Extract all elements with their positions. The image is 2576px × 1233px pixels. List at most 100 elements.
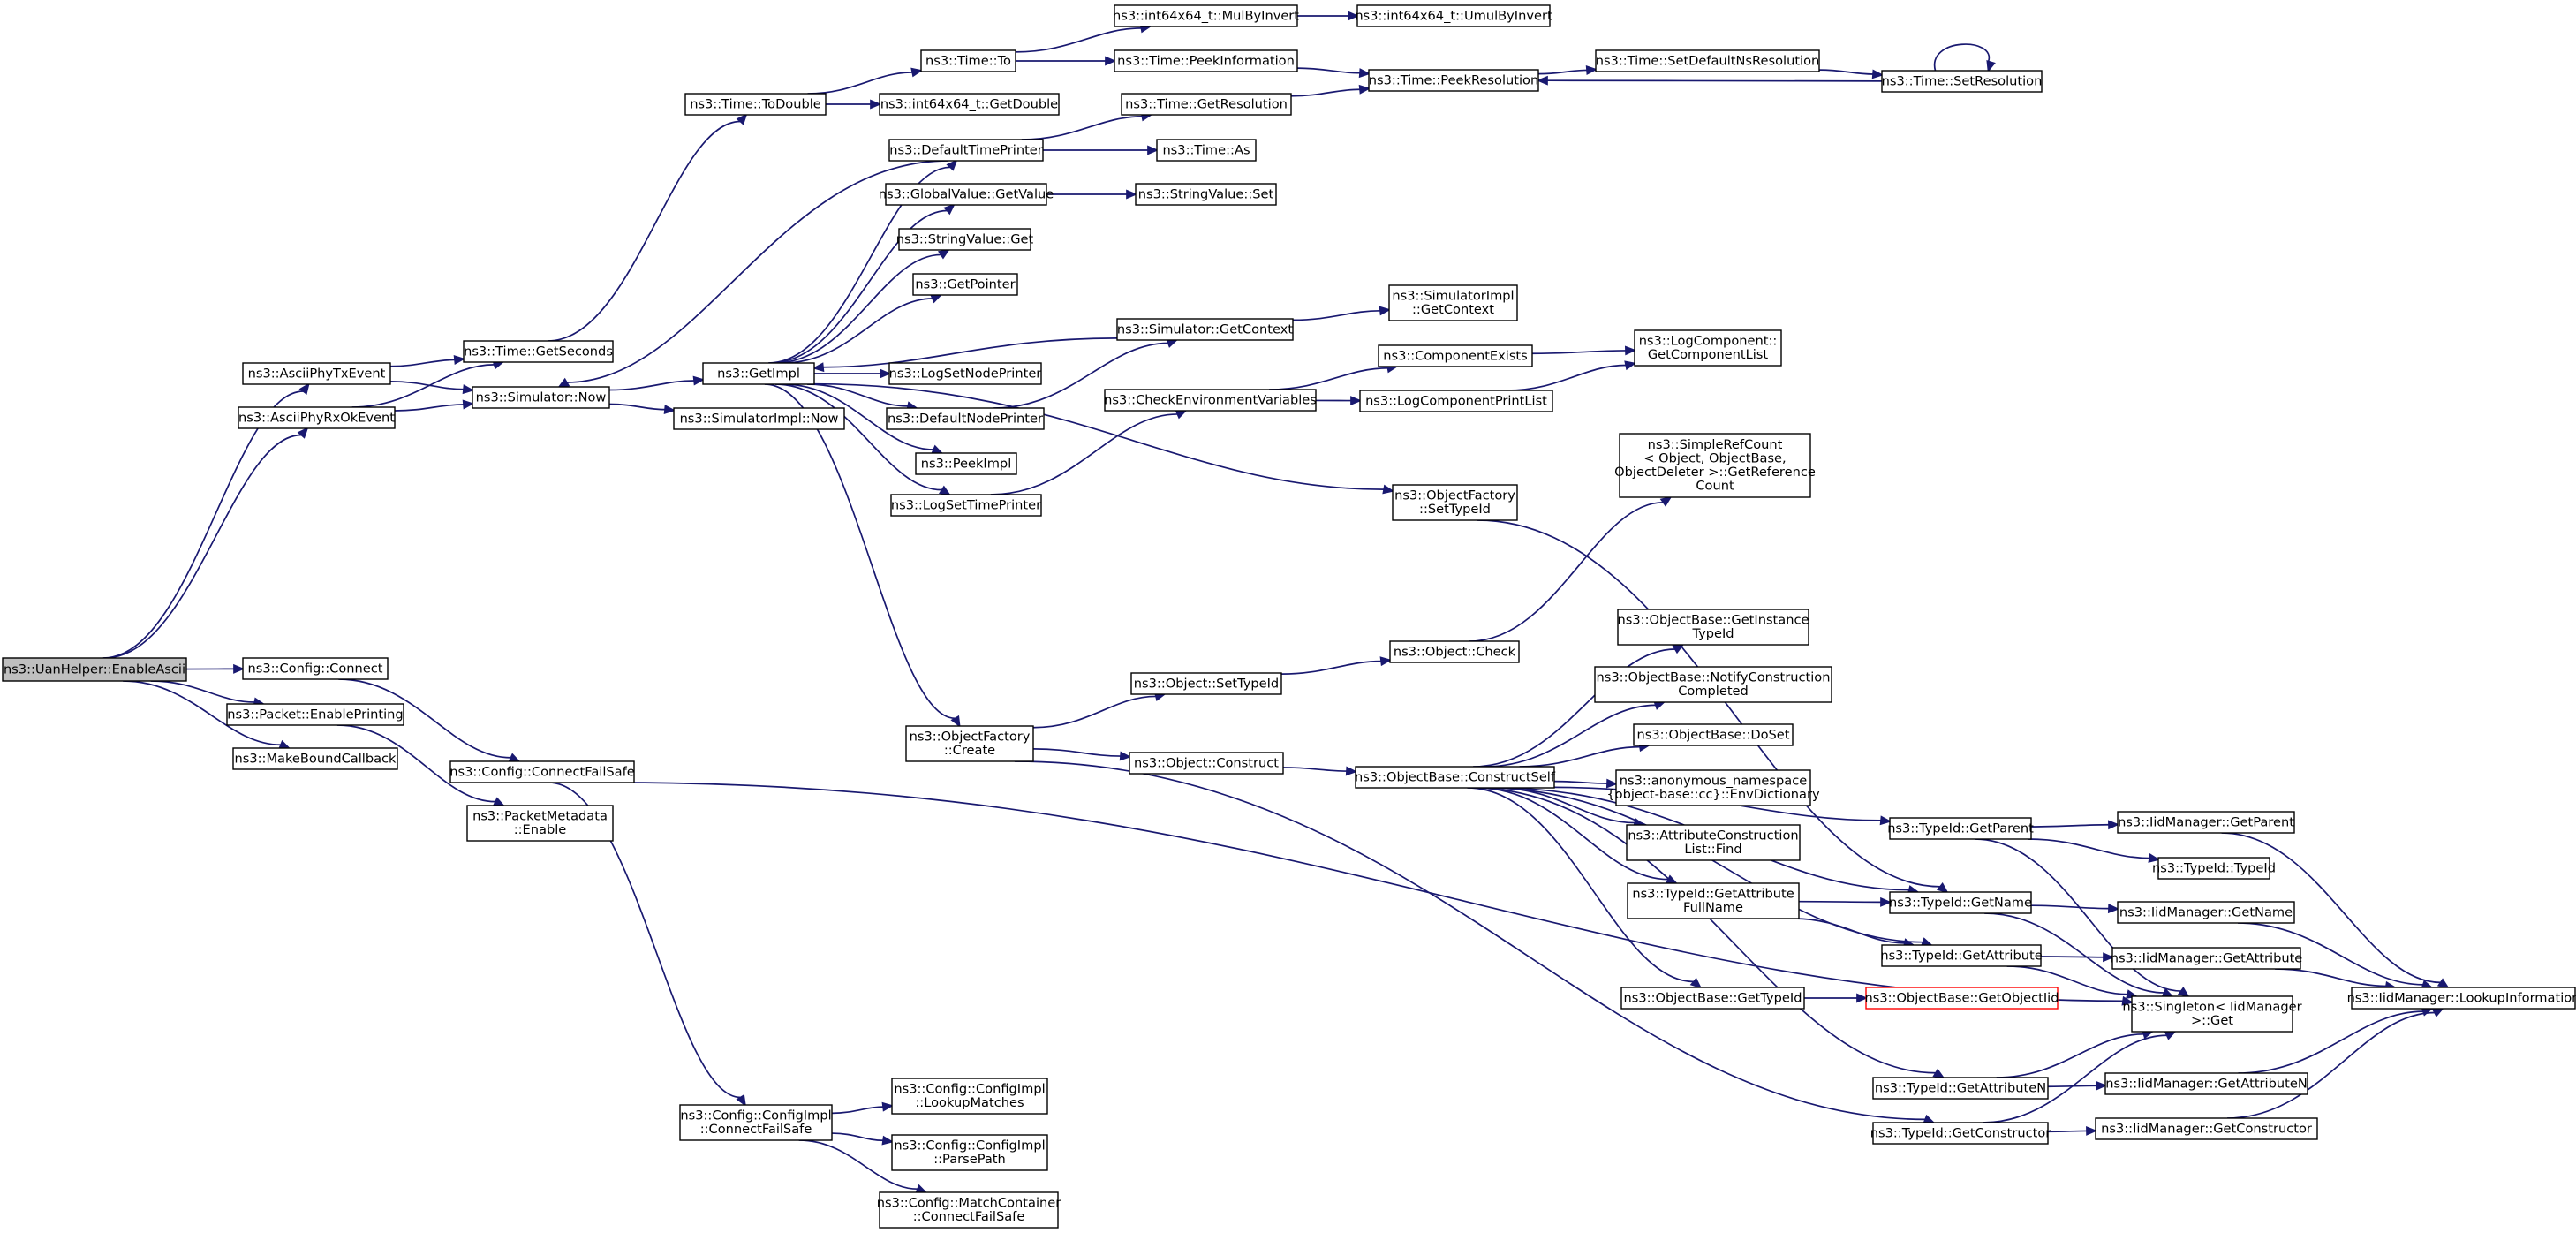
node-ns3-checkenvironmentvariables[interactable]: ns3::CheckEnvironmentVariables — [1104, 389, 1317, 412]
node-ns3-time-peekresolution[interactable]: ns3::Time::PeekResolution — [1368, 69, 1539, 92]
node-ns3-getimpl[interactable]: ns3::GetImpl — [702, 362, 815, 385]
node-box — [2104, 1072, 2308, 1095]
edge-n0-to-n67 — [150, 680, 266, 707]
node-ns3-logsetnodeprinter[interactable]: ns3::LogSetNodePrinter — [888, 362, 1042, 385]
node-ns3-time-getresolution[interactable]: ns3::Time::GetResolution — [1121, 93, 1292, 116]
node-ns3-defaultnodeprinter[interactable]: ns3::DefaultNodePrinter — [886, 407, 1045, 430]
node-ns3-time-as[interactable]: ns3::Time::As — [1156, 139, 1257, 162]
node-ns3-object-settypeid[interactable]: ns3::Object::SetTypeId — [1130, 672, 1282, 695]
node-ns3-getpointer[interactable]: ns3::GetPointer — [912, 273, 1018, 296]
node-ns3-int64x64-t-mulbyinvert[interactable]: ns3::int64x64_t::MulByInvert — [1113, 4, 1299, 27]
node-ns3-time-to[interactable]: ns3::Time::To — [920, 49, 1016, 72]
node-ns3-objectfactory-settypeid[interactable]: ns3::ObjectFactory::SetTypeId — [1392, 484, 1518, 521]
node-box — [1104, 389, 1317, 412]
node-label: ns3::IidManager::GetAttribute — [2111, 950, 2303, 965]
node-ns3-typeid-getattributen[interactable]: ns3::TypeId::GetAttributeN — [1872, 1077, 2049, 1100]
node-ns3-anonymous-namespace-object-base-cc-envdictionary[interactable]: ns3::anonymous_namespace{object-base::cc… — [1606, 769, 1820, 806]
node-ns3-makeboundcallback[interactable]: ns3::MakeBoundCallback — [232, 747, 398, 770]
node-ns3-iidmanager-getattribute[interactable]: ns3::IidManager::GetAttribute — [2111, 947, 2303, 970]
node-ns3-int64x64-t-umulbyinvert[interactable]: ns3::int64x64_t::UmulByInvert — [1355, 4, 1552, 27]
node-ns3-typeid-getname[interactable]: ns3::TypeId::GetName — [1889, 891, 2032, 914]
node-ns3-int64x64-t-getdouble[interactable]: ns3::int64x64_t::GetDouble — [879, 93, 1060, 116]
node-label: ::ConnectFailSafe — [700, 1122, 812, 1137]
node-ns3-time-getseconds[interactable]: ns3::Time::GetSeconds — [463, 340, 614, 363]
node-label: ::Create — [944, 743, 995, 758]
node-box — [898, 228, 1031, 251]
node-ns3-logsettimeprinter[interactable]: ns3::LogSetTimePrinter — [890, 494, 1042, 517]
node-label: ns3::Time::GetSeconds — [464, 344, 613, 359]
node-box — [1634, 329, 1782, 367]
node-ns3-componentexists[interactable]: ns3::ComponentExists — [1378, 344, 1533, 367]
node-ns3-typeid-getattribute[interactable]: ns3::TypeId::GetAttribute — [1880, 944, 2043, 967]
node-ns3-typeid-getconstructor[interactable]: ns3::TypeId::GetConstructor — [1870, 1122, 2051, 1145]
node-ns3-stringvalue-set[interactable]: ns3::StringValue::Set — [1135, 183, 1277, 206]
node-ns3-time-setdefaultnsresolution[interactable]: ns3::Time::SetDefaultNsResolution — [1595, 49, 1820, 72]
node-label: ns3::Simulator::GetContext — [1117, 321, 1293, 337]
node-ns3-time-setresolution[interactable]: ns3::Time::SetResolution — [1881, 70, 2043, 93]
node-ns3-iidmanager-lookupinformation[interactable]: ns3::IidManager::LookupInformation — [2347, 987, 2576, 1010]
node-ns3-iidmanager-getattributen[interactable]: ns3::IidManager::GetAttributeN — [2104, 1072, 2308, 1095]
node-ns3-asciiphytxevent[interactable]: ns3::AsciiPhyTxEvent — [242, 362, 391, 385]
node-ns3-packet-enableprinting[interactable]: ns3::Packet::EnablePrinting — [226, 703, 404, 726]
node-ns3-peekimpl[interactable]: ns3::PeekImpl — [915, 452, 1017, 475]
node-label: ns3::LogComponentPrintList — [1365, 393, 1547, 408]
node-ns3-typeid-typeid[interactable]: ns3::TypeId::TypeId — [2152, 857, 2276, 880]
node-ns3-asciiphyrxokevent[interactable]: ns3::AsciiPhyRxOkEvent — [238, 406, 396, 429]
node-box — [1594, 666, 1832, 703]
node-ns3-config-connectfailsafe[interactable]: ns3::Config::ConnectFailSafe — [449, 760, 635, 783]
node-ns3-config-configimpl-parsepath[interactable]: ns3::Config::ConfigImpl::ParsePath — [891, 1134, 1048, 1171]
edge-n2-to-n3 — [548, 113, 748, 342]
node-ns3-uanhelper-enableascii[interactable]: ns3::UanHelper::EnableAscii — [2, 657, 187, 682]
edge-n46-to-n47 — [1803, 993, 1869, 1003]
node-ns3-simulatorimpl-getcontext[interactable]: ns3::SimulatorImpl::GetContext — [1388, 284, 1518, 321]
node-ns3-simulator-now[interactable]: ns3::Simulator::Now — [472, 386, 610, 409]
node-label: ns3::LogComponent:: — [1639, 334, 1778, 349]
node-label: ns3::TypeId::GetAttribute — [1632, 887, 1794, 902]
edge-n55-to-n53 — [1996, 1029, 2155, 1078]
node-ns3-packetmetadata-enable[interactable]: ns3::PacketMetadata::Enable — [466, 805, 614, 842]
node-ns3-config-configimpl-lookupmatches[interactable]: ns3::Config::ConfigImpl::LookupMatches — [891, 1078, 1048, 1115]
node-ns3-logcomponentprintlist[interactable]: ns3::LogComponentPrintList — [1359, 390, 1553, 412]
node-ns3-objectbase-notifyconstruction-completed[interactable]: ns3::ObjectBase::NotifyConstructionCompl… — [1594, 666, 1832, 703]
node-ns3-iidmanager-getparent[interactable]: ns3::IidManager::GetParent — [2117, 811, 2295, 834]
node-label: ns3::ObjectBase::DoSet — [1636, 727, 1789, 742]
node-ns3-simulator-getcontext[interactable]: ns3::Simulator::GetContext — [1116, 318, 1294, 341]
node-label: ns3::GlobalValue::GetValue — [879, 186, 1054, 201]
node-ns3-defaulttimeprinter[interactable]: ns3::DefaultTimePrinter — [888, 139, 1044, 162]
node-ns3-objectbase-constructself[interactable]: ns3::ObjectBase::ConstructSelf — [1355, 766, 1556, 789]
node-label: {object-base::cc}::EnvDictionary — [1606, 787, 1820, 802]
node-ns3-typeid-getparent[interactable]: ns3::TypeId::GetParent — [1887, 817, 2034, 840]
node-ns3-objectbase-getobjectiid[interactable]: ns3::ObjectBase::GetObjectIid — [1864, 987, 2059, 1010]
node-label: ::LookupMatches — [915, 1095, 1024, 1110]
edge-n33-to-n34 — [1032, 692, 1167, 729]
node-ns3-iidmanager-getname[interactable]: ns3::IidManager::GetName — [2117, 901, 2295, 924]
node-ns3-objectbase-gettypeid[interactable]: ns3::ObjectBase::GetTypeId — [1620, 987, 1805, 1010]
node-label: ns3::ObjectBase::GetInstance — [1618, 613, 1809, 628]
node-ns3-iidmanager-getconstructor[interactable]: ns3::IidManager::GetConstructor — [2095, 1117, 2318, 1140]
node-label: ns3::IidManager::GetAttributeN — [2105, 1076, 2308, 1091]
node-ns3-object-construct[interactable]: ns3::Object::Construct — [1129, 752, 1284, 775]
edge-n35-to-n32 — [1469, 495, 1673, 642]
node-box — [879, 93, 1060, 116]
node-label: ns3::StringValue::Set — [1138, 186, 1274, 201]
node-ns3-simulatorimpl-now[interactable]: ns3::SimulatorImpl::Now — [673, 407, 845, 430]
node-ns3-objectbase-doset[interactable]: ns3::ObjectBase::DoSet — [1633, 723, 1794, 746]
node-ns3-time-peekinformation[interactable]: ns3::Time::PeekInformation — [1114, 49, 1298, 72]
node-ns3-simplerefcount-object-objectbase-objectdeleter-getreference-count[interactable]: ns3::SimpleRefCount< Object, ObjectBase,… — [1614, 433, 1816, 498]
node-ns3-config-connect[interactable]: ns3::Config::Connect — [242, 657, 389, 680]
edge-n0-to-n59 — [104, 427, 309, 659]
node-label: ns3::ObjectFactory — [1394, 488, 1515, 503]
node-ns3-object-check[interactable]: ns3::Object::Check — [1389, 640, 1520, 663]
node-ns3-stringvalue-get[interactable]: ns3::StringValue::Get — [896, 228, 1034, 251]
node-ns3-config-matchcontainer-connectfailsafe[interactable]: ns3::Config::MatchContainer::ConnectFail… — [877, 1191, 1061, 1229]
node-ns3-singleton-iidmanager-get[interactable]: ns3::Singleton< IidManager>::Get — [2122, 995, 2302, 1033]
node-ns3-logcomponent-getcomponentlist[interactable]: ns3::LogComponent::GetComponentList — [1634, 329, 1782, 367]
node-ns3-config-configimpl-connectfailsafe[interactable]: ns3::Config::ConfigImpl::ConnectFailSafe — [679, 1104, 833, 1141]
node-ns3-time-todouble[interactable]: ns3::Time::ToDouble — [684, 93, 827, 116]
node-ns3-objectfactory-create[interactable]: ns3::ObjectFactory::Create — [905, 725, 1034, 762]
node-ns3-globalvalue-getvalue[interactable]: ns3::GlobalValue::GetValue — [879, 183, 1054, 206]
node-label: ns3::Time::SetResolution — [1882, 73, 2043, 88]
